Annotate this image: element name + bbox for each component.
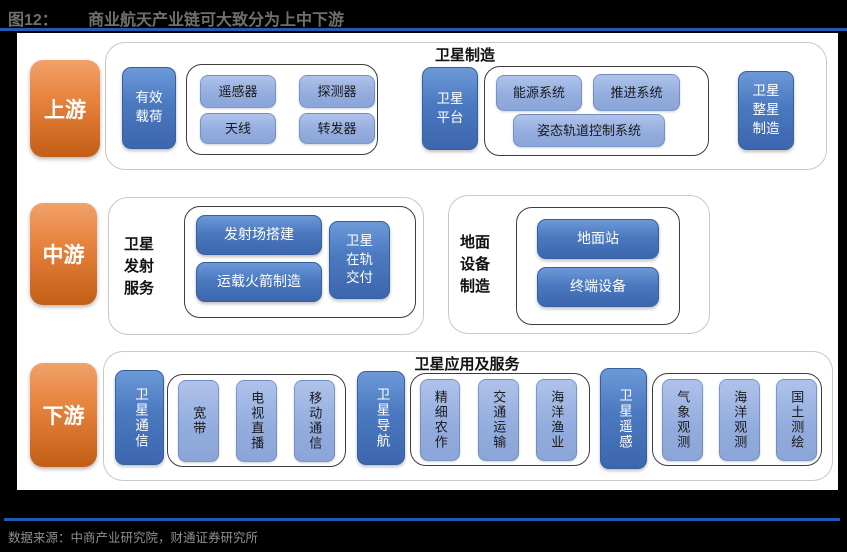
figure-title: 商业航天产业链可大致分为上中下游 — [88, 12, 345, 29]
rocket-manufacturing-box: 运载火箭制造 — [196, 262, 322, 302]
component-box-transponder: 转发器 — [299, 113, 375, 144]
broadband-box: 宽带 — [178, 380, 219, 462]
stage-badge-upstream: 上游 — [30, 60, 100, 157]
ground-equipment-label: 地面设备制造 — [460, 234, 491, 295]
meteorological-observation-box: 气象观测 — [662, 379, 703, 461]
satellite-integration-label: 卫星整星制造 — [752, 83, 780, 136]
satellite-navigation-box: 卫星导航 — [357, 371, 405, 465]
ocean-fishery-box: 海洋渔业 — [536, 379, 577, 461]
precision-farming-box: 精细农作 — [420, 379, 460, 461]
terminal-equipment-box: 终端设备 — [537, 267, 659, 307]
platform-box: 卫星平台 — [422, 67, 478, 150]
component-box-detector: 探测器 — [299, 75, 375, 108]
satellite-integration-box: 卫星整星制造 — [738, 71, 794, 150]
component-box-attitude-orbit-control: 姿态轨道控制系统 — [513, 114, 665, 147]
satellite-communication-box: 卫星通信 — [115, 370, 164, 465]
stage-badge-downstream: 下游 — [30, 363, 97, 467]
launch-site-box: 发射场搭建 — [196, 215, 322, 255]
component-box-antenna: 天线 — [200, 113, 276, 144]
figure-number-label: 图12： — [8, 12, 58, 29]
downstream-section-title: 卫星应用及服务 — [414, 356, 520, 373]
component-box-energy-system: 能源系统 — [496, 75, 582, 111]
component-box-propulsion-system: 推进系统 — [593, 74, 680, 111]
in-orbit-delivery-box: 卫星在轨交付 — [329, 221, 390, 299]
payload-box-label: 有效载荷 — [135, 90, 163, 124]
land-surveying-box: 国土测绘 — [776, 379, 817, 461]
ocean-observation-box: 海洋观测 — [719, 379, 760, 461]
stage-badge-midstream: 中游 — [30, 203, 97, 305]
tv-broadcast-box: 电视直播 — [236, 380, 277, 462]
satellite-remote-sensing-box: 卫星遥感 — [600, 368, 647, 469]
platform-box-label: 卫星平台 — [436, 90, 464, 125]
launch-services-label: 卫星发射服务 — [124, 236, 155, 297]
top-divider-rule — [0, 28, 847, 31]
data-source-note: 数据来源：中商产业研究院，财通证券研究所 — [8, 531, 259, 545]
component-box-remote-sensor: 遥感器 — [200, 75, 276, 108]
transportation-box: 交通运输 — [478, 379, 519, 461]
upstream-section-title: 卫星制造 — [434, 47, 495, 64]
bottom-divider-rule — [4, 518, 840, 521]
ground-station-box: 地面站 — [537, 219, 659, 259]
mobile-communication-box: 移动通信 — [294, 380, 335, 462]
payload-box: 有效载荷 — [122, 67, 176, 149]
